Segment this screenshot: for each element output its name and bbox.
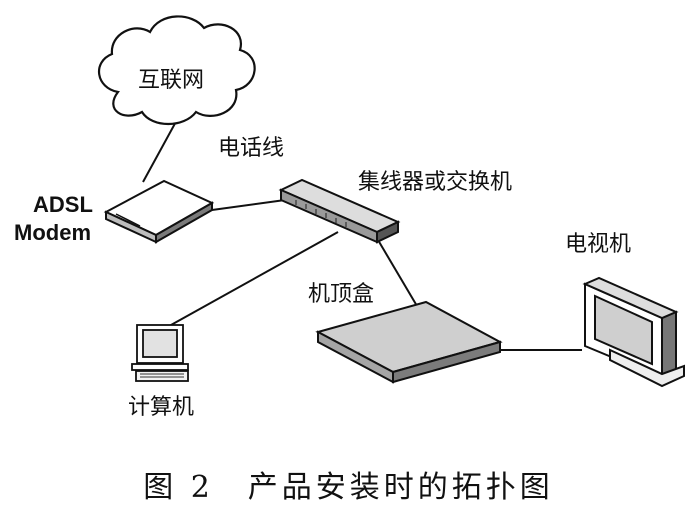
line-internet-modem [142, 117, 179, 183]
phone-line-label: 电话线 [218, 136, 285, 161]
line-switch-computer [161, 231, 339, 331]
tv-label: 电视机 [565, 232, 632, 257]
computer-label: 计算机 [128, 395, 195, 420]
internet-label: 互联网 [138, 68, 205, 93]
television-icon [582, 276, 685, 388]
modem-label: Modem [14, 220, 91, 245]
figure-caption: 图 2 产品安装时的拓扑图 [143, 470, 554, 505]
switch-icon [278, 178, 401, 244]
adsl-modem-icon [103, 179, 215, 244]
set-top-box-label: 机顶盒 [308, 282, 375, 307]
internet-cloud-icon [97, 15, 256, 125]
computer-icon [131, 324, 189, 382]
switch-label: 集线器或交换机 [358, 170, 513, 195]
line-modem-switch [211, 199, 286, 211]
adsl-label: ADSL [33, 192, 93, 217]
set-top-box-icon [315, 300, 503, 384]
